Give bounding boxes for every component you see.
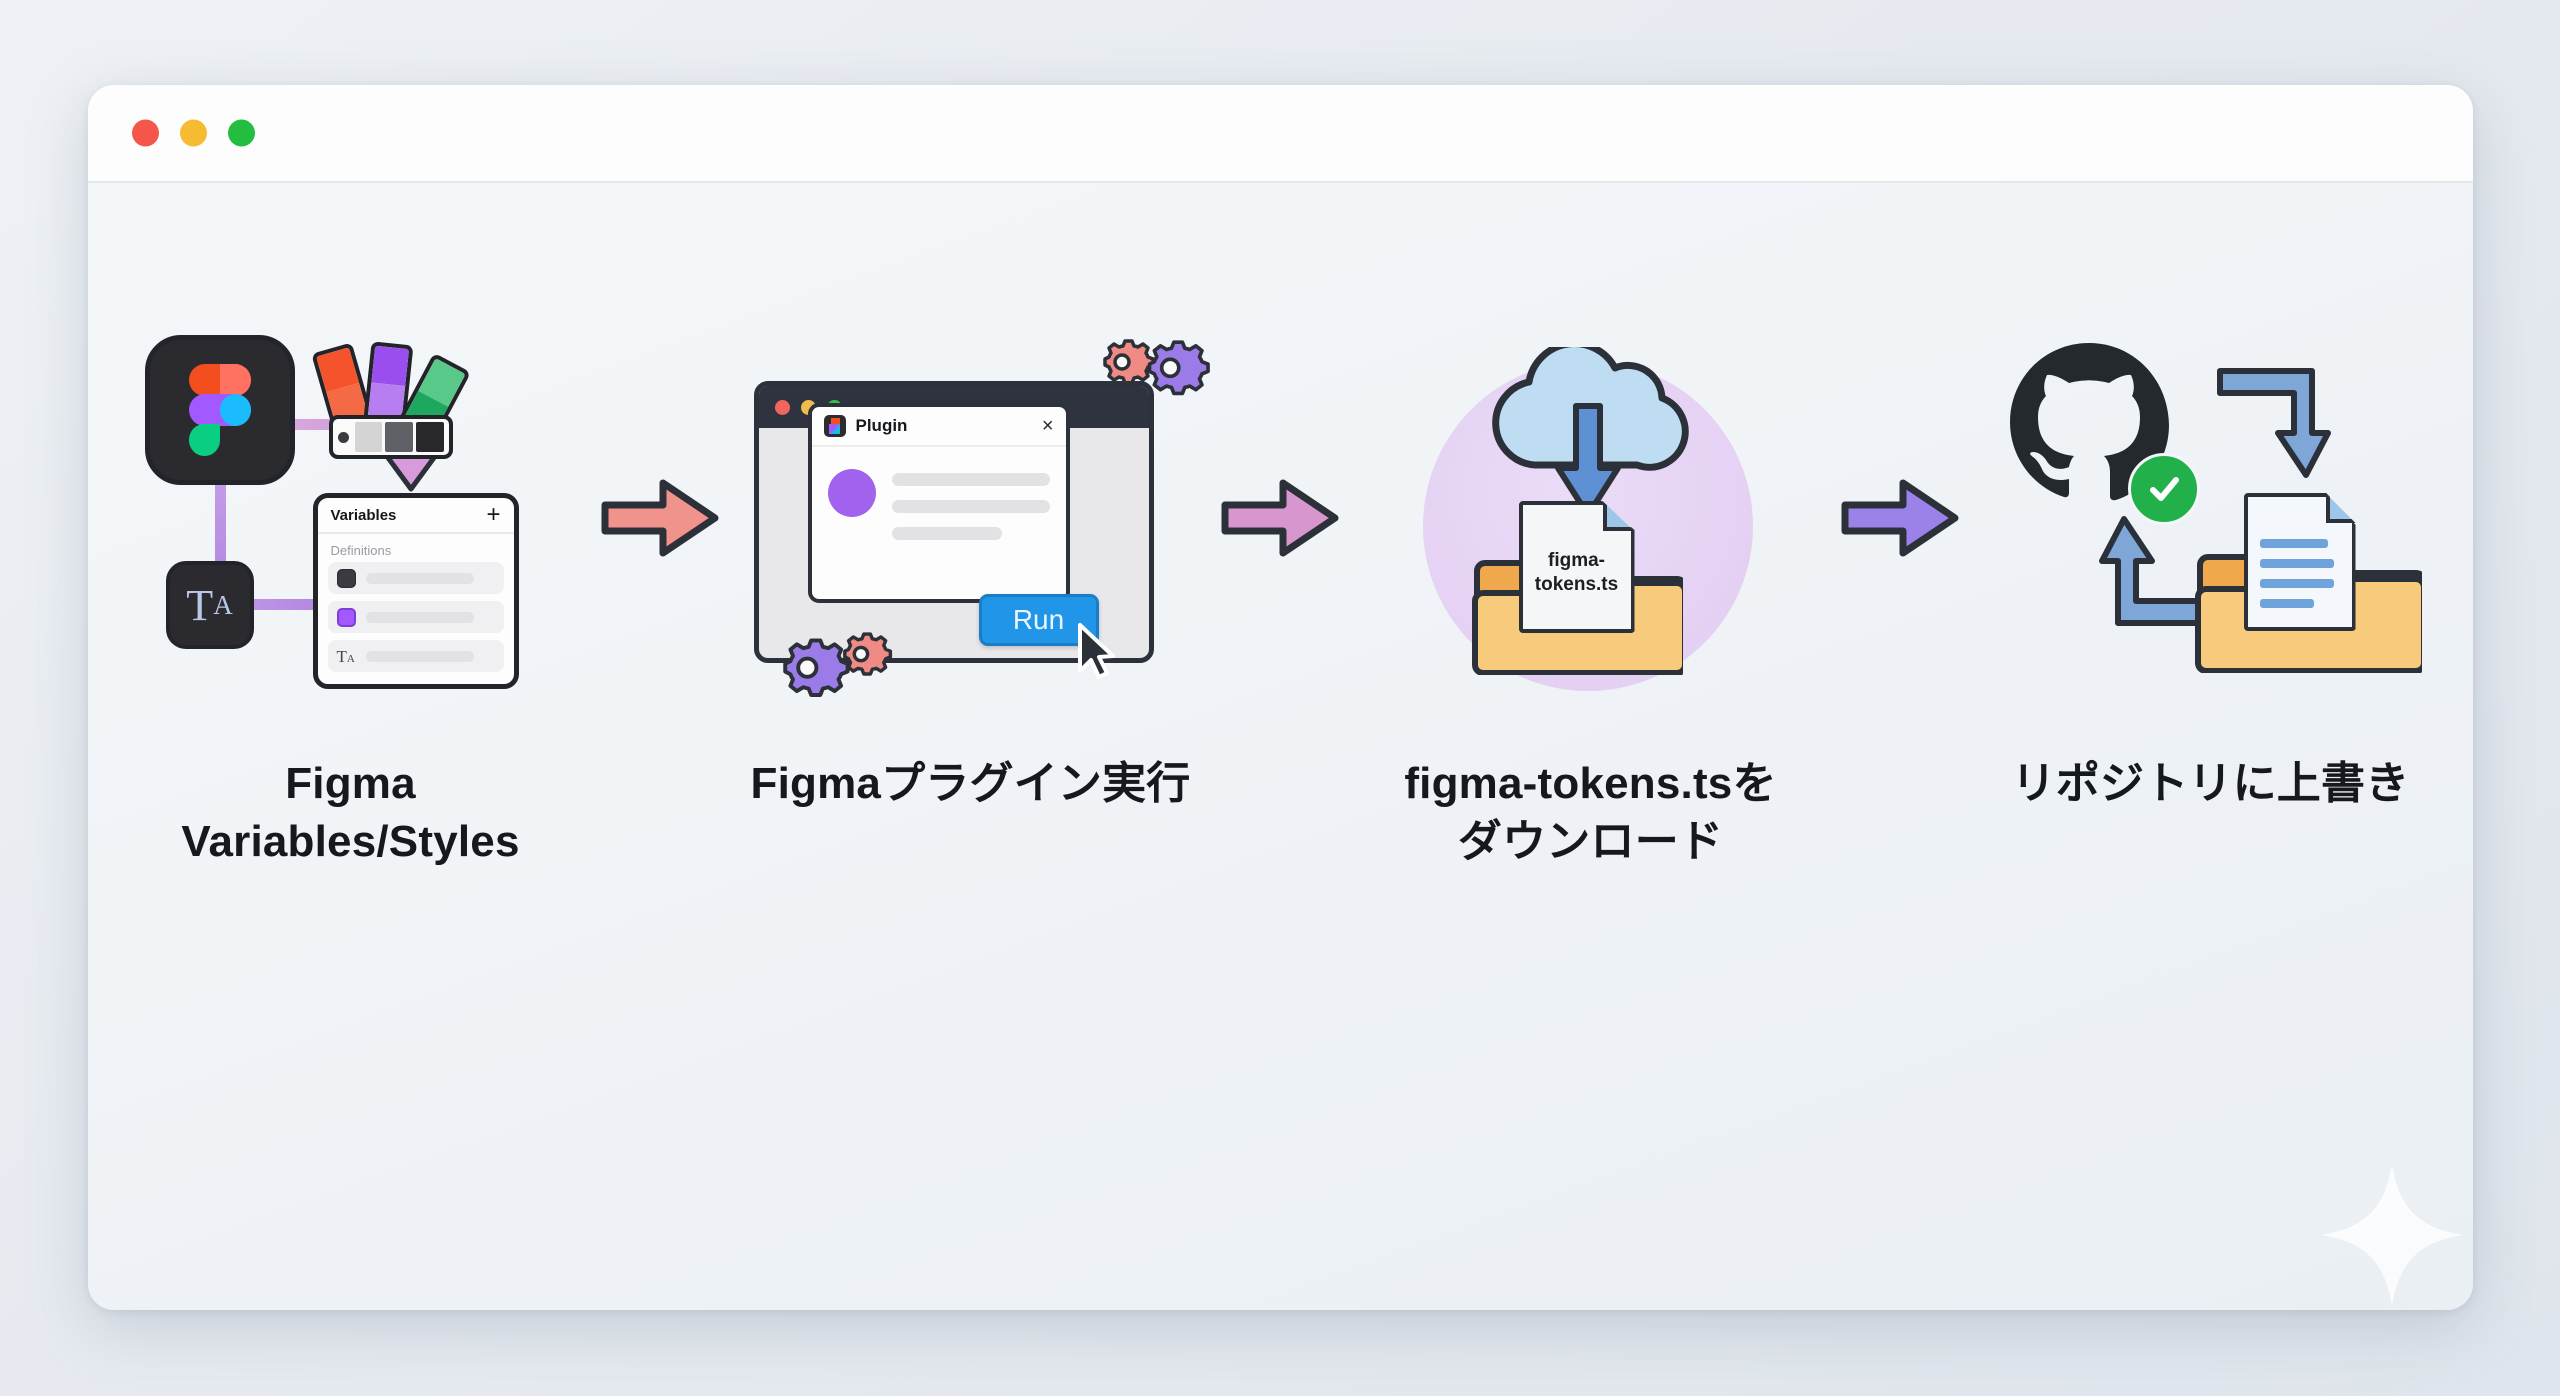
figma-logo-icon (188, 364, 251, 456)
connector-line-vertical (214, 481, 226, 583)
step-1-caption: Figma Variables/Styles (181, 759, 520, 867)
success-check-icon (2127, 453, 2200, 525)
color-swatch-purple-icon (336, 607, 356, 627)
placeholder-line (891, 473, 1050, 486)
step-3-illustration: figma- tokens.ts (1356, 333, 1826, 703)
file-corner-fold (1602, 501, 1635, 531)
figma-app-icon (144, 335, 295, 485)
mouse-cursor-icon (1076, 623, 1118, 681)
typography-glyph-t: T (186, 580, 214, 630)
variables-section-label: Definitions (330, 543, 392, 558)
connector-line-horizontal-lower (214, 599, 319, 610)
color-swatch-dark-icon (336, 568, 356, 588)
document-text-line (2259, 579, 2334, 588)
sparkle-decoration-icon (2317, 1160, 2467, 1310)
github-icon (2004, 337, 2174, 507)
plugin-dialog-title: Plugin (855, 416, 908, 435)
document-text-line (2259, 599, 2314, 608)
window-titlebar (88, 85, 2473, 183)
sync-arrow-up-icon (2076, 511, 2216, 631)
plugin-content-placeholder (891, 469, 1050, 540)
download-arrow-icon (1552, 403, 1624, 518)
palette-knob-icon (337, 431, 349, 443)
maximize-window-button[interactable] (228, 119, 255, 147)
step-4-caption: リポジトリに上書き (2011, 759, 2410, 808)
arrow-right-icon (1221, 479, 1338, 557)
palette-swatch-dark (415, 422, 444, 452)
arrow-1-cell (586, 333, 736, 703)
arrow-3-cell (1826, 333, 1976, 703)
variable-name-placeholder (365, 650, 474, 662)
document-text-line (2259, 559, 2334, 568)
minimize-window-button[interactable] (180, 119, 207, 147)
step-2-caption: Figmaプラグイン実行 (750, 759, 1191, 808)
gears-top-icon (1091, 333, 1211, 403)
step-download-figma-tokens: figma- tokens.ts figma-tokens.tsを ダウンロード (1356, 333, 1826, 871)
run-button[interactable]: Run (978, 594, 1099, 646)
color-palette-icon (310, 341, 471, 459)
document-text-line (2259, 539, 2328, 548)
plugin-dialog: Plugin × (807, 403, 1070, 603)
step-4-illustration (1976, 333, 2446, 703)
sync-arrow-down-icon (2214, 363, 2354, 483)
arrow-right-icon (601, 479, 718, 557)
placeholder-line (891, 527, 1003, 540)
typography-glyph-a: A (213, 589, 233, 620)
step-overwrite-repository: リポジトリに上書き (1976, 333, 2446, 813)
plugin-dialog-header: Plugin × (811, 407, 1066, 447)
traffic-light-buttons (132, 119, 255, 147)
variables-panel-title: Variables (330, 506, 397, 524)
document-corner-fold (2325, 493, 2356, 523)
variable-row[interactable] (327, 601, 504, 633)
placeholder-line (891, 500, 1050, 513)
gears-bottom-icon (764, 629, 894, 703)
add-variable-button[interactable]: + (486, 501, 501, 528)
arrow-2-cell (1206, 333, 1356, 703)
variable-name-placeholder (365, 611, 474, 623)
step-2-illustration: Plugin × (736, 333, 1210, 703)
variables-panel: Variables + Definitions (312, 493, 519, 689)
variables-panel-header: Variables + (317, 498, 514, 534)
step-run-figma-plugin: Plugin × (736, 333, 1210, 813)
palette-swatch-light (354, 422, 383, 452)
palette-swatch-mid (385, 422, 413, 452)
plugin-dialog-body (812, 447, 1066, 562)
downloaded-file-icon: figma- tokens.ts (1518, 501, 1635, 633)
variable-name-placeholder (365, 572, 474, 584)
plugin-avatar-placeholder (827, 469, 876, 517)
repository-document-icon (2243, 493, 2356, 631)
palette-base-card (328, 415, 453, 459)
step-3-caption: figma-tokens.tsを ダウンロード (1404, 759, 1777, 867)
close-window-button[interactable] (774, 399, 790, 415)
figma-plugin-icon (823, 415, 846, 437)
arrow-right-icon (1841, 479, 1958, 557)
variable-row[interactable] (327, 562, 504, 594)
file-name-label: figma- tokens.ts (1534, 550, 1619, 595)
close-window-button[interactable] (132, 119, 159, 147)
close-icon[interactable]: × (1041, 415, 1054, 437)
